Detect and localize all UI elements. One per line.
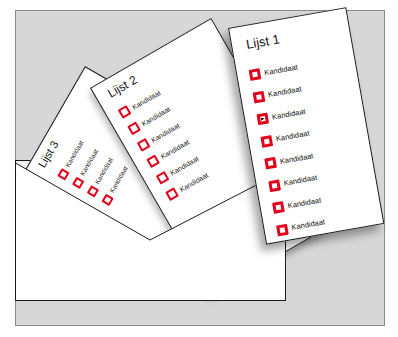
checkbox <box>137 138 151 152</box>
candidate-name: Kandidaat <box>140 105 171 127</box>
checkbox <box>72 177 84 189</box>
checkbox <box>260 135 273 148</box>
checkbox <box>165 187 179 201</box>
checkbox <box>57 168 69 180</box>
check-mark <box>260 116 266 122</box>
candidate-name: Kandidaat <box>109 165 129 194</box>
checkbox <box>249 68 262 81</box>
candidate-row: Kandidaat <box>268 172 318 191</box>
checkbox <box>102 194 114 206</box>
checkbox <box>276 223 289 236</box>
candidate-name: Kandidaat <box>287 196 322 209</box>
list-title: Lijst 3 <box>37 139 61 169</box>
candidate-name: Kandidaat <box>264 63 299 76</box>
candidate-row: Kandidaat <box>256 106 306 125</box>
checkbox <box>127 122 141 136</box>
candidate-row: Kandidaat <box>276 217 326 236</box>
checkbox <box>256 112 269 125</box>
candidate-name: Kandidaat <box>169 154 200 176</box>
list-title: Lijst 2 <box>106 74 139 100</box>
candidate-name: Kandidaat <box>283 174 318 187</box>
candidate-name: Kandidaat <box>159 138 190 160</box>
checkbox <box>156 171 170 185</box>
candidate-name: Kandidaat <box>131 89 162 111</box>
checkbox <box>87 185 99 197</box>
candidate-name: Kandidaat <box>94 157 114 186</box>
checkbox <box>272 201 285 214</box>
candidate-name: Kandidaat <box>291 218 326 231</box>
checkbox <box>264 157 277 170</box>
candidate-name: Kandidaat <box>272 108 307 121</box>
checkbox <box>253 90 266 103</box>
candidate-name: Kandidaat <box>275 130 310 143</box>
checkbox <box>146 154 160 168</box>
candidate-name: Kandidaat <box>268 85 303 98</box>
candidate-name: Kandidaat <box>178 171 209 193</box>
candidate-row: Kandidaat <box>264 150 314 169</box>
candidate-row: Kandidaat <box>249 62 299 81</box>
candidate-row: Kandidaat <box>260 128 310 147</box>
candidate-name: Kandidaat <box>80 148 100 177</box>
candidate-name: Kandidaat <box>279 152 314 165</box>
candidate-row: Kandidaat <box>272 195 322 214</box>
candidate-name: Kandidaat <box>150 122 181 144</box>
checkbox <box>268 179 281 192</box>
list-title: Lijst 1 <box>245 32 281 51</box>
candidate-row: Kandidaat <box>253 84 303 103</box>
checkbox <box>118 105 132 119</box>
candidate-name: Kandidaat <box>65 140 85 169</box>
